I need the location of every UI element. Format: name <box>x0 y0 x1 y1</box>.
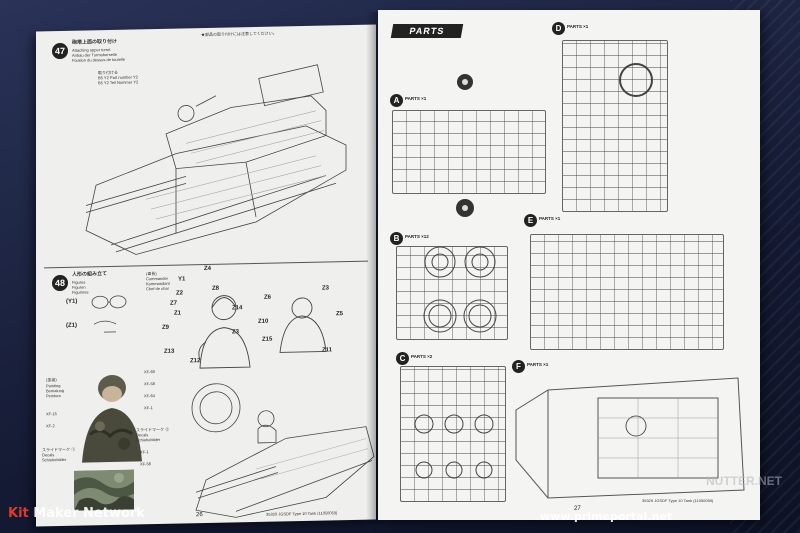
part-label: Z5 <box>336 311 344 318</box>
part-label: Z9 <box>162 324 170 331</box>
decal-left-line-3: Schiebebilder <box>42 456 67 463</box>
instruction-page-left: 47 砲塔上面の取り付け Attaching upper turret Anba… <box>36 24 376 527</box>
sprue-a-wheels <box>456 74 474 217</box>
step-47-jp-heading: 砲塔上面の取り付け <box>72 38 118 46</box>
paint-code: XF-58 <box>144 381 155 387</box>
goggles-illustration <box>91 295 127 333</box>
parts-banner: PARTS <box>390 24 464 38</box>
page-number-left: 26 <box>196 512 203 519</box>
sprue-b-frame <box>396 246 508 340</box>
ghost-watermark: NUTTER.NET <box>706 474 782 488</box>
sprue-letter-f: F <box>512 360 525 373</box>
painting-jp: (塗装) <box>46 377 57 383</box>
z1-label: (Z1) <box>66 322 77 329</box>
sprue-f-hull-part <box>515 377 745 499</box>
part-label: Z7 <box>170 300 178 307</box>
sprue-letter-c: C <box>396 352 409 365</box>
commander-figure-illustration <box>198 295 251 369</box>
sprue-d-ring <box>619 63 653 97</box>
sprue-letter-e: E <box>524 214 537 227</box>
tank-hull-illustration <box>85 64 347 255</box>
sprue-tag-d: PARTS ×1 <box>567 24 589 29</box>
paint-code: XF-64 <box>144 393 155 399</box>
instruction-page-right: PARTS A PARTS ×1 B PARTS ×12 C PARTS ×2 … <box>378 10 760 520</box>
paint-code: XF-1 <box>140 449 149 455</box>
sprue-tag-c: PARTS ×2 <box>411 354 433 359</box>
step-47-caution: ★部品の取り付けには注意してください。 <box>201 30 277 38</box>
part-label: Z4 <box>204 265 212 273</box>
painting-line-3: Peinture <box>46 393 61 399</box>
decal-right-line-3: Schiebebilder <box>136 436 161 443</box>
sprue-a-frame <box>392 110 546 194</box>
part-label: Z2 <box>176 290 184 297</box>
sprue-c-parts <box>414 414 494 479</box>
sprue-tag-b: PARTS ×12 <box>405 234 429 239</box>
paint-code: XF-15 <box>46 411 57 417</box>
kitmaker-watermark-suffix: Maker Network <box>33 506 145 521</box>
footer-right: 35329 JGSDF Type 10 Tank (11050059) <box>642 498 714 503</box>
sprue-tag-f: PARTS ×1 <box>527 362 549 367</box>
crew-figure-back-illustration <box>279 297 327 353</box>
paint-code: XF-69 <box>144 369 155 375</box>
painted-figure-illustration <box>82 374 142 463</box>
sprue-d-frame <box>562 40 668 212</box>
step-48-badge: 48 <box>52 274 68 292</box>
sprue-letter-b: B <box>390 232 403 245</box>
commander-line-3: Chef de char <box>146 285 169 292</box>
part-label: Z1 <box>174 310 182 317</box>
sprue-b-wheels <box>423 246 497 333</box>
page-number-right: 27 <box>574 506 581 512</box>
sprue-letter-a: A <box>390 94 403 107</box>
step-48-jp-heading: 人形の組み立て <box>72 271 108 278</box>
camouflage-swatch <box>74 469 134 511</box>
paint-code: XF-58 <box>140 461 151 467</box>
primeportal-watermark: www.primeportal.net <box>540 510 672 523</box>
y1-label: (Y1) <box>66 298 78 305</box>
kitmaker-watermark-prefix: Kit <box>8 506 29 521</box>
sprue-e-frame <box>530 234 724 350</box>
paint-code: XF-2 <box>46 423 55 429</box>
sprue-letter-d: D <box>552 22 565 35</box>
kitmaker-watermark: Kit Maker Network <box>8 506 145 521</box>
sprue-tag-a: PARTS ×1 <box>405 96 427 101</box>
sprue-tag-e: PARTS ×1 <box>539 216 561 221</box>
sprue-c-frame <box>400 366 506 502</box>
part-label: Y1 <box>178 276 186 283</box>
part-label: Z3 <box>322 285 330 292</box>
step-47-badge: 47 <box>52 42 68 60</box>
part-label: Z13 <box>164 348 175 355</box>
paint-code: XF-1 <box>144 405 153 411</box>
turret-figure-illustration <box>191 383 375 518</box>
